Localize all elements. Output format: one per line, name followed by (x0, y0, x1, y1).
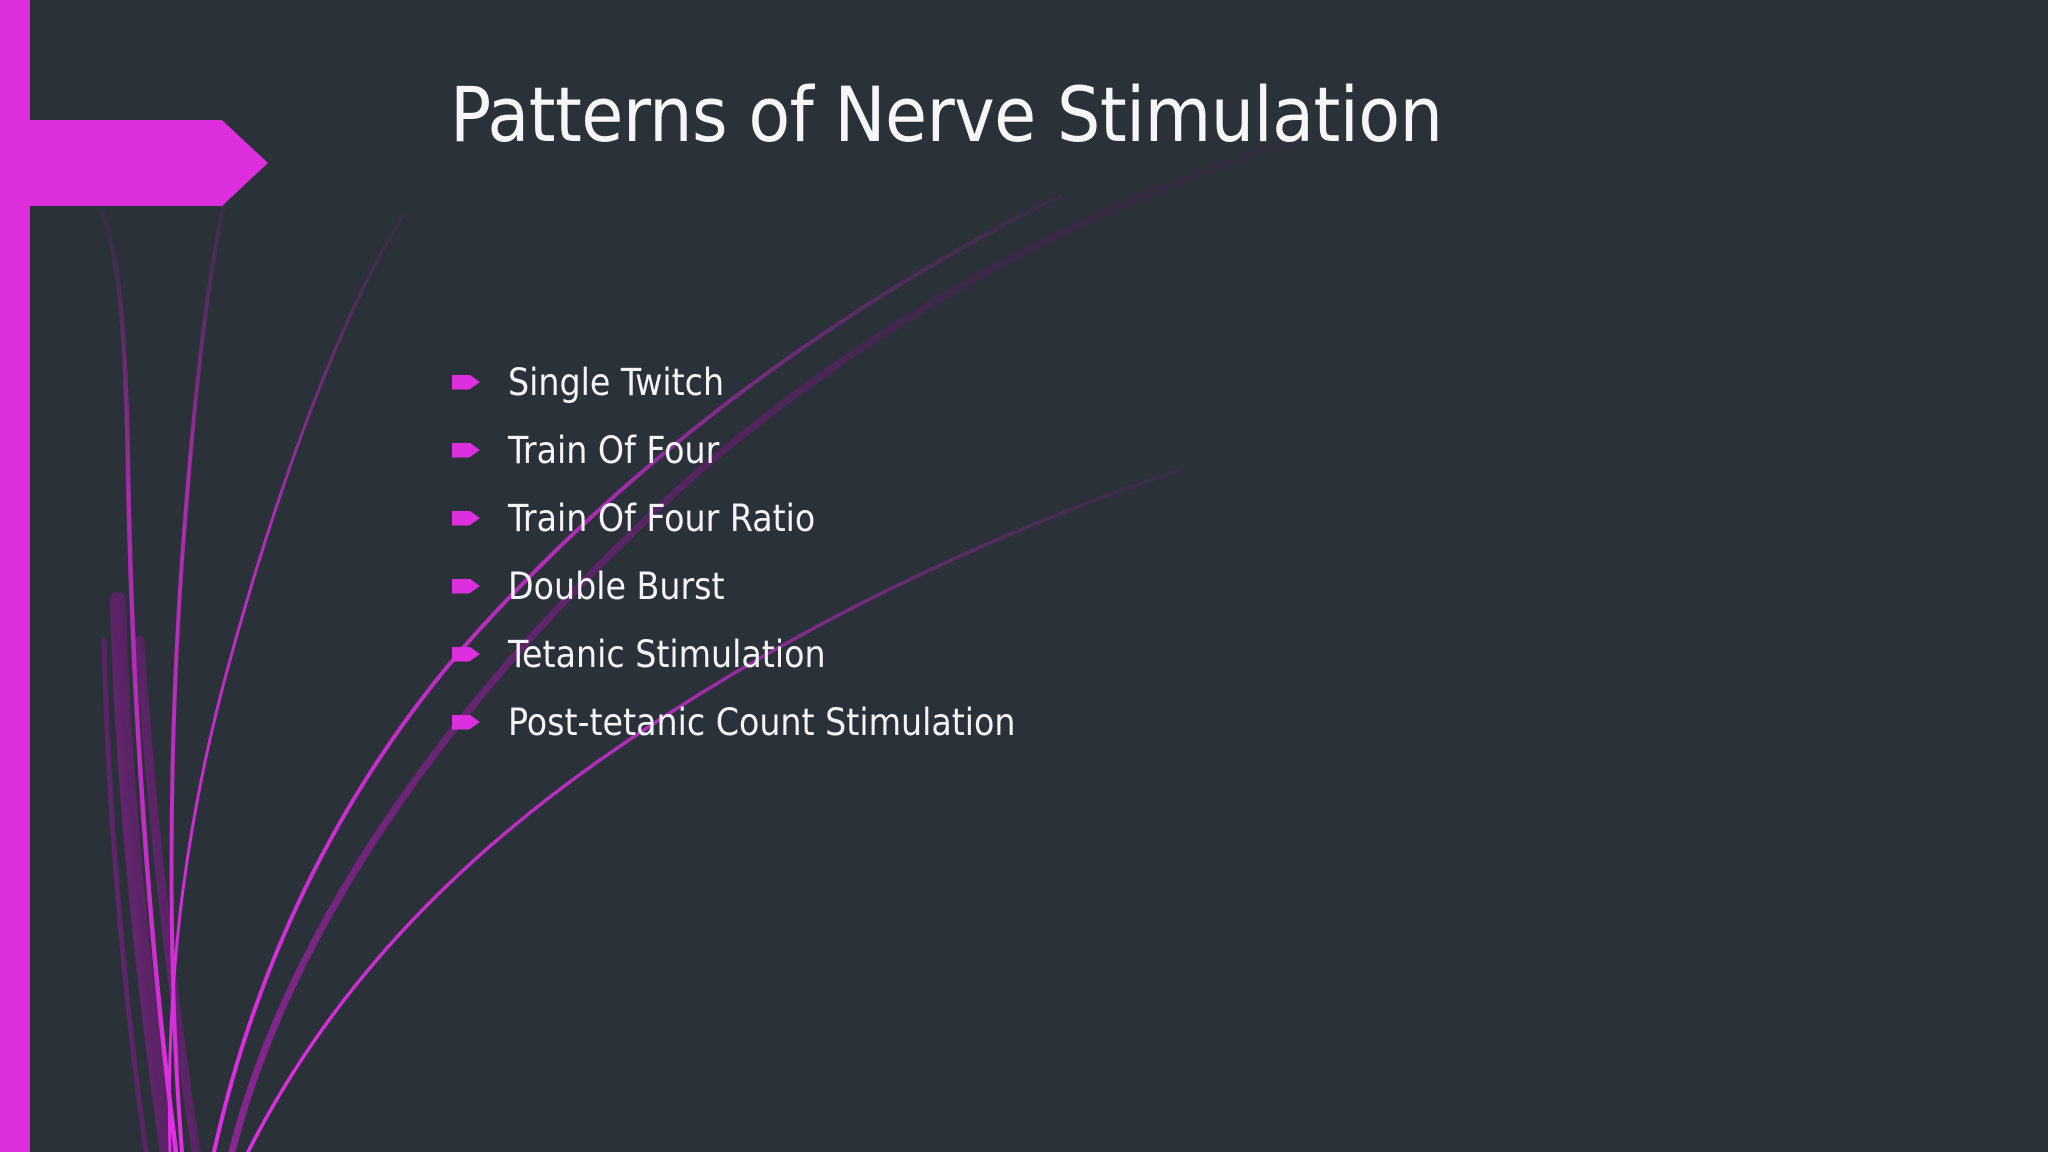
list-item[interactable]: Single Twitch (452, 348, 1852, 416)
list-item-label: Train Of Four Ratio (508, 496, 816, 540)
list-item-label: Train Of Four (508, 428, 720, 472)
arrow-bullet-icon (452, 374, 480, 390)
page-title: Patterns of Nerve Stimulation (450, 70, 1443, 159)
arrow-bullet-icon (452, 714, 480, 730)
left-accent-bar (0, 0, 30, 1152)
list-item-label: Post-tetanic Count Stimulation (508, 700, 1016, 744)
list-item-label: Tetanic Stimulation (508, 632, 826, 676)
arrow-bullet-icon (452, 442, 480, 458)
arrow-banner (0, 120, 268, 206)
arrow-bullet-icon (452, 646, 480, 662)
list-item[interactable]: Post-tetanic Count Stimulation (452, 688, 1852, 756)
bullet-list: Single Twitch Train Of Four Train Of Fou… (452, 348, 1852, 756)
list-item[interactable]: Train Of Four (452, 416, 1852, 484)
list-item[interactable]: Tetanic Stimulation (452, 620, 1852, 688)
arrow-bullet-icon (452, 578, 480, 594)
arrow-bullet-icon (452, 510, 480, 526)
list-item-label: Single Twitch (508, 360, 725, 404)
list-item[interactable]: Double Burst (452, 552, 1852, 620)
list-item-label: Double Burst (508, 564, 725, 608)
list-item[interactable]: Train Of Four Ratio (452, 484, 1852, 552)
